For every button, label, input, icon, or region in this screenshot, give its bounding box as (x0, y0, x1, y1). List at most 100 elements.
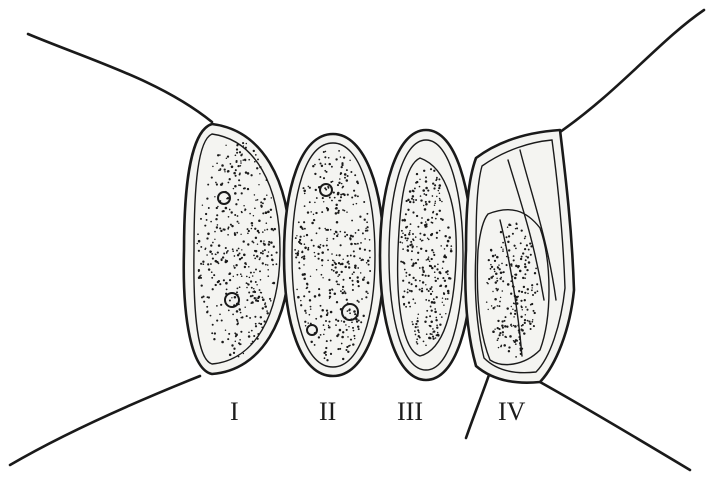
stipple-dot (442, 261, 444, 263)
stipple-dot (257, 199, 259, 201)
stipple-dot (215, 284, 217, 286)
stipple-dot (444, 248, 446, 250)
stipple-dot (340, 194, 342, 196)
stipple-dot (325, 151, 327, 153)
stipple-dot (296, 235, 297, 236)
stipple-dot (352, 273, 354, 275)
stipple-dot (243, 353, 244, 354)
stipple-dot (323, 352, 325, 354)
stipple-dot (496, 280, 498, 282)
stipple-dot (263, 240, 264, 241)
stipple-dot (300, 300, 301, 301)
stipple-dot (428, 300, 430, 302)
stipple-dot (495, 281, 497, 283)
stipple-dot (358, 285, 360, 287)
stipple-dot (221, 319, 223, 321)
stipple-dot (447, 298, 449, 300)
stipple-dot (425, 201, 427, 203)
stipple-dot (424, 226, 426, 228)
stipple-dot (445, 313, 446, 314)
stipple-dot (325, 171, 327, 173)
stipple-dot (425, 176, 427, 178)
stipple-dot (431, 309, 433, 311)
stipple-dot (526, 269, 528, 271)
stipple-dot (497, 266, 499, 268)
stipple-dot (225, 207, 228, 210)
stipple-dot (437, 278, 439, 280)
stipple-dot (323, 177, 325, 179)
stipple-dot (236, 274, 238, 276)
stipple-dot (502, 290, 504, 292)
stipple-dot (364, 238, 366, 240)
stipple-dot (447, 292, 449, 294)
stipple-dot (295, 256, 297, 258)
stipple-dot (268, 251, 270, 253)
stipple-dot (202, 204, 203, 205)
stipple-dot (240, 317, 241, 318)
stipple-dot (344, 292, 346, 294)
stipple-dot (266, 212, 267, 213)
stipple-dot (414, 330, 416, 332)
stipple-dot (511, 325, 513, 327)
stipple-dot (337, 275, 339, 277)
stipple-dot (311, 222, 314, 225)
stipple-dot (497, 305, 499, 307)
stipple-dot (315, 189, 317, 191)
stipple-dot (247, 228, 249, 230)
stipple-dot (210, 263, 212, 265)
stipple-dot (413, 262, 415, 264)
stipple-dot (240, 273, 242, 275)
stipple-dot (425, 187, 428, 190)
stipple-dot (350, 243, 353, 246)
stipple-dot (354, 267, 356, 269)
stipple-dot (336, 301, 338, 303)
stipple-dot (225, 145, 226, 146)
stipple-dot (515, 343, 517, 345)
stipple-dot (491, 266, 493, 268)
stipple-dot (266, 222, 268, 224)
stipple-dot (333, 260, 334, 261)
stipple-dot (253, 215, 254, 216)
stipple-dot (251, 287, 253, 289)
stipple-dot (515, 296, 518, 299)
stipple-dot (273, 246, 275, 248)
stipple-dot (521, 291, 523, 293)
stipple-dot (425, 203, 428, 206)
stipple-dot (524, 322, 526, 324)
stipple-dot (362, 232, 364, 234)
stipple-dot (513, 316, 515, 318)
stipple-dot (436, 232, 438, 234)
stipple-dot (254, 228, 256, 230)
stipple-dot (534, 312, 536, 314)
stipple-dot (335, 319, 337, 321)
stipple-dot (353, 271, 355, 273)
stipple-dot (207, 296, 209, 298)
stipple-dot (524, 273, 526, 275)
stipple-dot (436, 268, 438, 270)
stipple-dot (258, 219, 261, 222)
stipple-dot (254, 194, 256, 196)
stipple-dot (302, 273, 305, 276)
stipple-dot (501, 320, 503, 322)
stipple-dot (321, 274, 323, 276)
stipple-dot (527, 293, 529, 295)
stipple-dot (407, 291, 409, 293)
stipple-dot (313, 219, 315, 221)
stipple-dot (255, 323, 257, 325)
stipple-dot (236, 250, 238, 252)
stipple-dot (342, 289, 344, 291)
stipple-dot (258, 296, 260, 298)
stipple-dot (198, 240, 201, 243)
stipple-dot (524, 266, 527, 269)
stipple-dot (228, 273, 230, 275)
stipple-dot (419, 267, 421, 269)
stipple-dot (434, 202, 436, 204)
stipple-dot (233, 188, 234, 189)
stipple-dot (528, 261, 531, 264)
stipple-dot (316, 197, 318, 199)
stipple-dot (224, 171, 225, 172)
stipple-dot (499, 268, 501, 270)
stipple-dot (220, 184, 222, 186)
stipple-dot (298, 221, 300, 223)
stipple-dot (340, 156, 342, 158)
